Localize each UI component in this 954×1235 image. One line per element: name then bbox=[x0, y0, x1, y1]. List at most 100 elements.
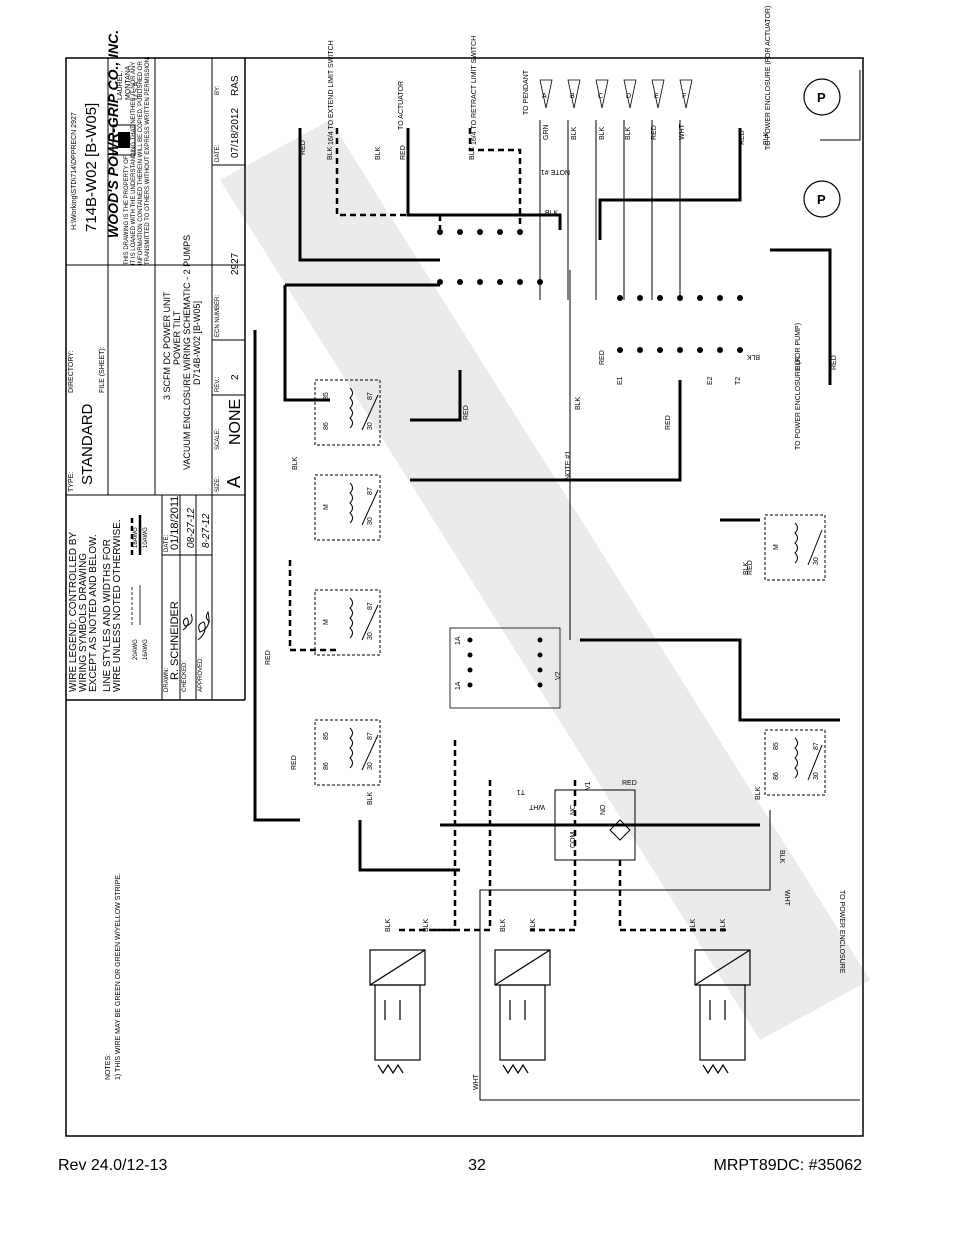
rev-label: REV.: bbox=[215, 377, 221, 392]
svg-text:BLK: BLK bbox=[500, 918, 507, 932]
svg-text:BLK: BLK bbox=[292, 456, 299, 470]
pump-motor-actuator: P bbox=[803, 78, 841, 116]
legend-line-3: EXCEPT AS NOTED AND BELOW. bbox=[88, 534, 99, 692]
svg-text:86: 86 bbox=[773, 772, 780, 780]
company-logo bbox=[112, 124, 136, 156]
svg-text:BLK: BLK bbox=[545, 210, 559, 217]
directory-label: DIRECTORY: bbox=[68, 350, 75, 393]
svg-text:30: 30 bbox=[367, 762, 374, 770]
svg-text:1A: 1A bbox=[455, 636, 462, 645]
svg-text:RED: RED bbox=[651, 125, 658, 140]
svg-text:1A: 1A bbox=[455, 681, 462, 690]
svg-text:BLK: BLK bbox=[795, 356, 802, 370]
title-path: H:\Working\STD\714\DPPRECN 2927 bbox=[71, 112, 78, 230]
svg-text:87: 87 bbox=[367, 487, 374, 495]
svg-text:BLK: BLK bbox=[755, 786, 762, 800]
desc-line-1: 3 SCFM DC POWER UNIT bbox=[162, 291, 172, 400]
svg-text:30: 30 bbox=[367, 517, 374, 525]
svg-text:RED: RED bbox=[665, 415, 672, 430]
relay-5: M 30 bbox=[764, 514, 826, 581]
svg-text:P: P bbox=[817, 192, 826, 207]
type-label: TYPE: bbox=[68, 472, 75, 492]
note1-label-top: NOTE #1 bbox=[541, 168, 570, 175]
solenoid-valve-1 bbox=[369, 949, 426, 1075]
svg-text:M: M bbox=[323, 619, 330, 625]
svg-text:BLK: BLK bbox=[385, 918, 392, 932]
drawn-label: DRAWN: bbox=[164, 668, 170, 692]
ecn-value: 2927 bbox=[230, 252, 241, 275]
notice-line-4: TRANSMITTED TO OTHERS WITHOUT EXPRESS WR… bbox=[145, 56, 151, 265]
svg-text:RED: RED bbox=[622, 780, 637, 787]
svg-text:BLK: BLK bbox=[469, 146, 476, 160]
relay-2: M 30 87 bbox=[314, 474, 381, 541]
term-t1: T1 bbox=[517, 788, 525, 795]
svg-text:RED: RED bbox=[599, 350, 606, 365]
svg-text:M: M bbox=[773, 544, 780, 550]
file-label: FILE (SHEET): bbox=[99, 346, 106, 393]
drawn-date: 01/18/2011 bbox=[169, 496, 181, 550]
drawing-number: 714B-W02 [B-W05] bbox=[83, 103, 100, 232]
ecn-label: ECN NUMBER: bbox=[215, 295, 221, 337]
svg-text:BLK: BLK bbox=[743, 561, 750, 575]
legend-line-samples bbox=[130, 515, 142, 625]
notice-line-2: IT IS LOANED WITH THE UNDERSTANDING THAT… bbox=[131, 62, 137, 265]
svg-text:COM: COM bbox=[570, 832, 577, 849]
company-city: LAUREL, bbox=[117, 71, 124, 100]
term-e2: E2 bbox=[707, 376, 714, 385]
pendant-pin-d: D bbox=[626, 93, 631, 100]
desc-line-4: D714B-W02 [B-W05] bbox=[192, 301, 202, 385]
legend-awg18: 18AWG bbox=[133, 527, 139, 548]
approved-label: APPROVED: bbox=[198, 657, 204, 692]
footer-page-number: 32 bbox=[468, 1157, 486, 1174]
svg-text:RED: RED bbox=[291, 755, 298, 770]
svg-text:BLK: BLK bbox=[746, 353, 760, 360]
svg-text:BLK: BLK bbox=[575, 396, 582, 410]
wiring-heavy bbox=[253, 128, 840, 872]
to-power-pump-label: TO POWER ENCLOSURE (FOR PUMP) bbox=[795, 323, 802, 450]
pendant-pin-b: B bbox=[570, 93, 575, 100]
svg-text:RED: RED bbox=[831, 355, 838, 370]
term-t2: T2 bbox=[735, 377, 742, 385]
notice-line-3: INFORMATION CONTAINED THEREIN WILL BE CO… bbox=[138, 61, 144, 265]
terminal-strip-top bbox=[437, 229, 543, 285]
desc-line-2: POWER TILT bbox=[172, 310, 182, 365]
svg-text:BLK: BLK bbox=[327, 146, 334, 160]
svg-text:NO: NO bbox=[600, 804, 607, 815]
legend-line-2: WIRING SYMBOLS DRAWING bbox=[78, 553, 89, 692]
approved-date: 8-27-12 bbox=[201, 513, 212, 548]
svg-text:BLK: BLK bbox=[625, 126, 632, 140]
scale-label: SCALE: bbox=[215, 428, 221, 450]
approved-signature bbox=[197, 610, 211, 641]
svg-text:RED: RED bbox=[400, 145, 407, 160]
size-value: A bbox=[224, 476, 244, 488]
date-col-label: DATE: bbox=[164, 534, 170, 552]
legend-awg10: 10AWG bbox=[143, 527, 149, 548]
note1-label-mid: NOTE #1 bbox=[565, 451, 572, 480]
svg-text:BLK: BLK bbox=[763, 131, 770, 145]
pendant-connector: A B C D E F bbox=[539, 79, 693, 109]
svg-text:NC: NC bbox=[570, 805, 577, 815]
pump-motor-vacuum: P bbox=[803, 180, 841, 218]
legend-awg20: 20AWG bbox=[133, 639, 139, 660]
type-value: STANDARD bbox=[79, 403, 96, 485]
legend-line-1: WIRE LEGEND: CONTROLLED BY bbox=[68, 532, 79, 692]
drawing-border bbox=[65, 57, 864, 1137]
svg-text:RED: RED bbox=[747, 560, 754, 575]
solenoid-valve-2 bbox=[494, 949, 551, 1075]
svg-text:85: 85 bbox=[323, 392, 330, 400]
svg-text:WHT: WHT bbox=[679, 123, 686, 140]
svg-text:WHT: WHT bbox=[473, 1073, 480, 1090]
relay-4: 86 85 30 87 bbox=[314, 719, 381, 786]
to-power-enclosure-label: TO POWER ENCLOSURE bbox=[838, 890, 845, 974]
terminal-strip-right bbox=[617, 295, 743, 353]
svg-text:85: 85 bbox=[323, 732, 330, 740]
solenoid-valve-3 bbox=[694, 949, 751, 1075]
company-country: U.S.A. bbox=[133, 80, 140, 100]
drawn-value: R. SCHNEIDER bbox=[169, 601, 181, 680]
to-actuator-label: TO ACTUATOR bbox=[398, 81, 405, 130]
wpg-watermark bbox=[220, 120, 870, 1040]
svg-text:BLK: BLK bbox=[375, 146, 382, 160]
to-pendant-label: TO PENDANT bbox=[523, 69, 530, 115]
term-v1: V1 bbox=[585, 781, 592, 790]
wiring-light bbox=[479, 70, 861, 1101]
